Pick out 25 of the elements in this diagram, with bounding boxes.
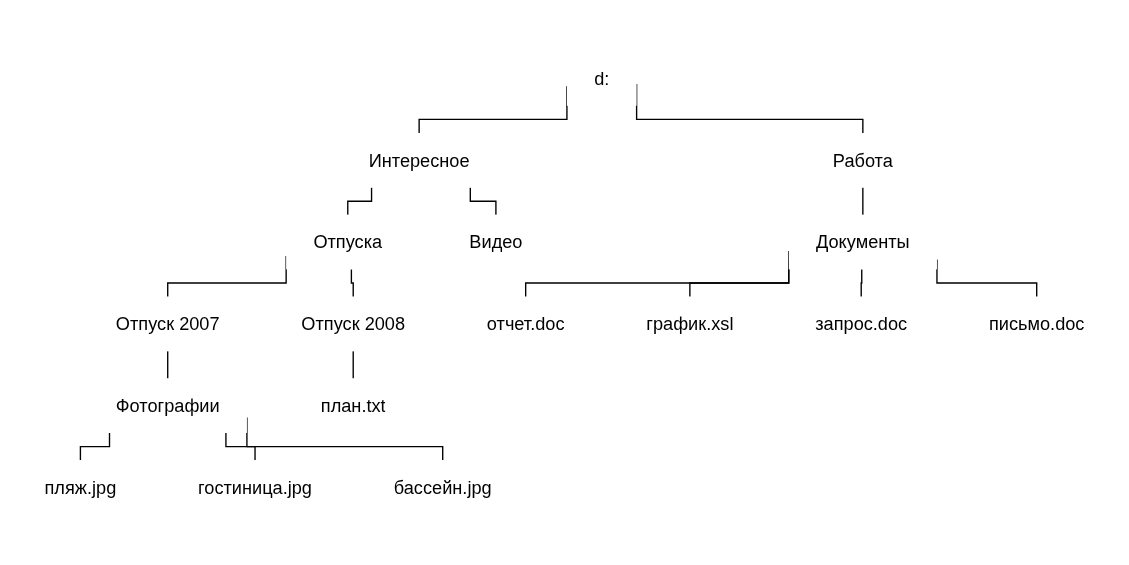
node-text: пляж.jpg <box>44 476 117 497</box>
connector <box>469 186 497 216</box>
node-text: отчет.doc <box>486 313 565 334</box>
node-text: письмо.doc <box>988 313 1085 334</box>
node-text: запрос.doc <box>815 313 908 334</box>
connector <box>347 186 373 216</box>
node-text: график.xsl <box>646 313 734 334</box>
node-text: Фотографии <box>115 395 220 416</box>
connector <box>79 431 111 461</box>
node-text: гостиница.jpg <box>198 476 312 497</box>
connector <box>352 349 354 379</box>
connector <box>167 349 169 379</box>
node-text: Отпуска <box>313 231 383 252</box>
node-text: Отпуск 2007 <box>115 313 220 334</box>
node-text: Интересное <box>368 149 470 170</box>
node-text: Отпуск 2008 <box>301 313 406 334</box>
connector <box>350 268 354 297</box>
node-text: план.txt <box>320 395 386 416</box>
connector <box>860 268 863 297</box>
connector <box>225 431 256 461</box>
connector <box>862 186 864 216</box>
node-text: Документы <box>816 231 910 252</box>
node-text: бассейн.jpg <box>393 476 492 497</box>
node-text: Работа <box>832 149 893 170</box>
node-text: Видео <box>469 231 523 252</box>
